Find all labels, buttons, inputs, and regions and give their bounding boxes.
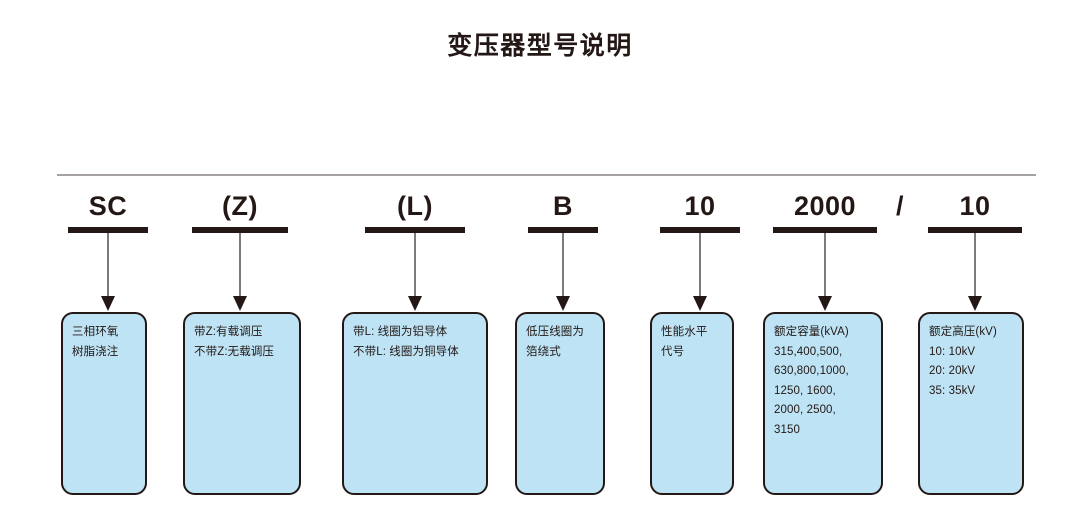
horizontal-rule bbox=[57, 174, 1036, 176]
desc-line: 带Z:有载调压 bbox=[194, 326, 263, 338]
page-title: 变压器型号说明 bbox=[447, 32, 633, 60]
separator-label: / bbox=[895, 191, 904, 221]
code-underline-5 bbox=[660, 227, 740, 233]
code-segment-4: B bbox=[508, 189, 618, 233]
arrow-3 bbox=[408, 233, 422, 311]
description-box-6: 额定容量(kVA) 315,400,500, 630,800,1000, 125… bbox=[763, 312, 883, 495]
code-segment-7: 10 bbox=[920, 189, 1030, 233]
description-box-5: 性能水平 代号 bbox=[650, 312, 734, 495]
code-label-2: (Z) bbox=[222, 191, 258, 221]
desc-line: 性能水平 bbox=[661, 326, 708, 338]
code-label-1: SC bbox=[88, 191, 128, 221]
code-segment-6: 2000 bbox=[765, 189, 885, 233]
code-label-7: 10 bbox=[959, 191, 991, 221]
arrow-4 bbox=[556, 233, 570, 311]
arrow-2 bbox=[233, 233, 247, 311]
code-underline-4 bbox=[528, 227, 598, 233]
code-underline-6 bbox=[773, 227, 877, 233]
description-box-1: 三相环氧 树脂浇注 bbox=[61, 312, 147, 495]
code-segment-5: 10 bbox=[645, 189, 755, 233]
code-underline-2 bbox=[192, 227, 288, 233]
desc-line: 不带L: 线圈为铜导体 bbox=[353, 345, 459, 358]
arrow-7 bbox=[968, 233, 982, 311]
code-segment-2: (Z) bbox=[180, 189, 300, 233]
arrow-1 bbox=[101, 233, 115, 311]
desc-line: 10: 10kV bbox=[929, 345, 976, 358]
arrow-6 bbox=[818, 233, 832, 311]
code-label-3: (L) bbox=[397, 191, 433, 221]
arrow-5 bbox=[693, 233, 707, 311]
code-underline-1 bbox=[68, 227, 148, 233]
code-label-5: 10 bbox=[684, 191, 716, 221]
desc-line: 20: 20kV bbox=[929, 365, 976, 377]
code-underline-3 bbox=[365, 227, 465, 233]
description-box-3: 带L: 线圈为铝导体 不带L: 线圈为铜导体 bbox=[342, 312, 488, 495]
description-box-2: 带Z:有载调压 不带Z:无载调压 bbox=[183, 312, 301, 495]
desc-line: 三相环氧 bbox=[72, 326, 119, 338]
desc-line: 3150 bbox=[774, 423, 800, 436]
code-segment-3: (L) bbox=[355, 189, 475, 233]
desc-line: 额定容量(kVA) bbox=[774, 326, 849, 338]
desc-line: 35: 35kV bbox=[929, 384, 976, 397]
code-segment-1: SC bbox=[48, 189, 168, 233]
description-box-4: 低压线圈为 箔绕式 bbox=[515, 312, 605, 495]
code-underline-7 bbox=[928, 227, 1022, 233]
code-label-6: 2000 bbox=[793, 191, 857, 221]
desc-line: 树脂浇注 bbox=[72, 345, 119, 358]
description-box-7: 额定高压(kV) 10: 10kV 20: 20kV 35: 35kV bbox=[918, 312, 1024, 495]
desc-line: 代号 bbox=[661, 345, 685, 358]
desc-line: 315,400,500, bbox=[774, 345, 843, 358]
desc-line: 带L: 线圈为铝导体 bbox=[353, 326, 448, 338]
desc-line: 箔绕式 bbox=[526, 345, 561, 358]
desc-line: 2000, 2500, bbox=[774, 404, 836, 416]
separator-slash: / bbox=[880, 189, 920, 233]
desc-line: 低压线圈为 bbox=[526, 326, 584, 338]
desc-line: 1250, 1600, bbox=[774, 384, 836, 397]
desc-line: 不带Z:无载调压 bbox=[194, 345, 275, 358]
desc-line: 630,800,1000, bbox=[774, 365, 849, 377]
code-label-4: B bbox=[553, 191, 573, 221]
desc-line: 额定高压(kV) bbox=[929, 326, 997, 338]
